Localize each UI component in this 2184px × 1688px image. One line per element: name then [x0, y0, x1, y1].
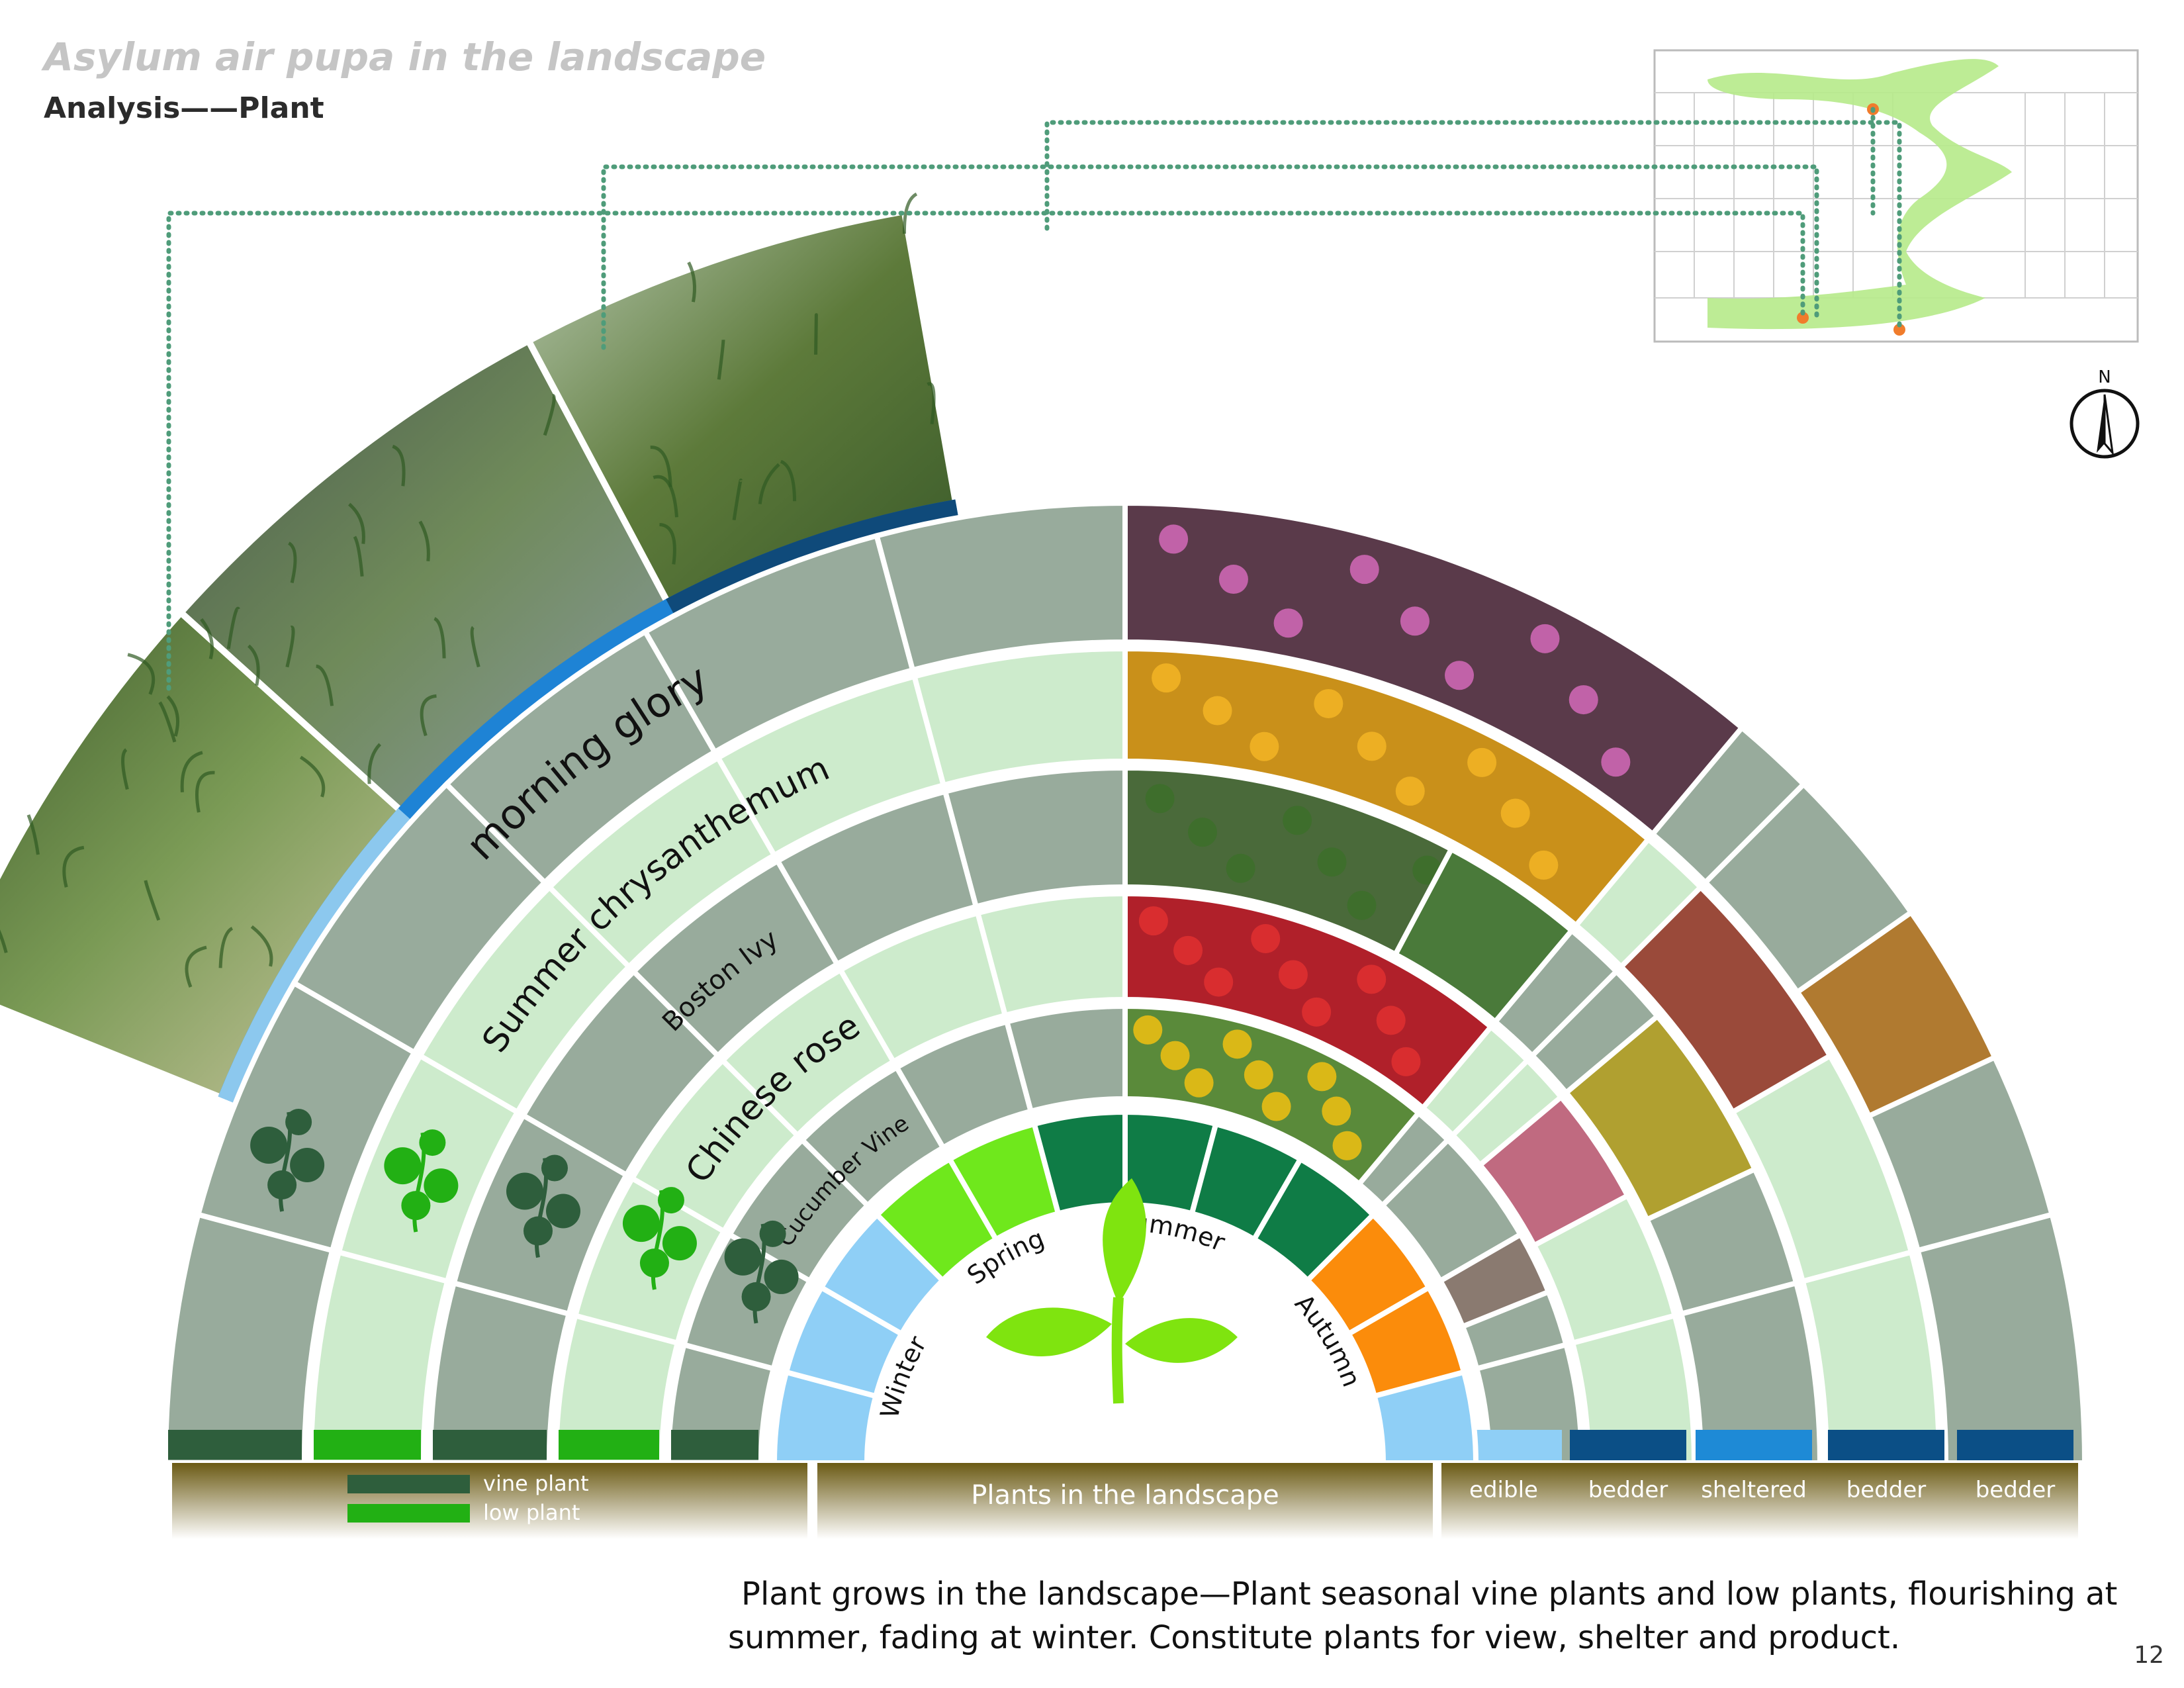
use-strip — [1957, 1430, 2073, 1460]
flower-dot — [1226, 854, 1255, 883]
flower-dot — [1302, 998, 1331, 1027]
use-label: bedder — [1976, 1477, 2056, 1503]
center-label: Plants in the landscape — [971, 1480, 1279, 1511]
flower-dot — [1203, 696, 1232, 726]
flower-dot — [1347, 891, 1377, 920]
ring-type-strip — [168, 1430, 302, 1460]
flower-dot — [1188, 818, 1217, 847]
legend-vine-label: vine plant — [483, 1471, 589, 1496]
flower-dot — [1146, 784, 1175, 813]
flower-dot — [1244, 1060, 1273, 1090]
caption: Plant grows in the landscape—Plant seaso… — [728, 1572, 2144, 1660]
flower-dot — [1529, 851, 1558, 880]
flower-dot — [1139, 906, 1168, 935]
flower-dot — [1219, 565, 1248, 594]
ring-segment — [1918, 1215, 2085, 1463]
flower-dot — [1391, 1047, 1420, 1076]
flower-dot — [1467, 748, 1496, 777]
flower-dot — [1445, 661, 1474, 690]
flower-dot — [1279, 960, 1308, 989]
flower-dot — [1569, 685, 1598, 714]
ring-segment — [915, 649, 1125, 785]
flower-dot — [1357, 964, 1386, 994]
flower-dot — [1185, 1068, 1214, 1098]
ring-segment — [978, 894, 1125, 1015]
ring-segment — [877, 503, 1125, 670]
ring-type-strip — [671, 1430, 758, 1460]
flower-dot — [1159, 524, 1188, 553]
flower-dot — [1251, 924, 1280, 953]
use-strip — [1828, 1430, 1944, 1460]
flower-dot — [1307, 1062, 1336, 1091]
flower-dot — [1314, 689, 1343, 718]
flower-dot — [1173, 936, 1203, 965]
use-strip — [1570, 1430, 1686, 1460]
legend-vine-swatch — [347, 1475, 470, 1493]
flower-dot — [1377, 1006, 1406, 1035]
flower-dot — [1262, 1092, 1291, 1121]
ring-segment — [165, 1215, 332, 1463]
use-label: bedder — [1846, 1477, 1927, 1503]
flower-dot — [1396, 776, 1425, 806]
ring-segment — [1007, 1006, 1125, 1111]
flower-dot — [1357, 731, 1387, 761]
caption-line-2: summer, fading at winter. Constitute pla… — [728, 1616, 2144, 1660]
use-strip — [1696, 1430, 1812, 1460]
base-band: vine plant low plant Plants in the lands… — [172, 1463, 2078, 1539]
flower-dot — [1283, 806, 1312, 835]
legend-low-swatch — [347, 1504, 470, 1523]
flower-dot — [1350, 555, 1379, 584]
flower-dot — [1274, 608, 1303, 637]
flower-dot — [1223, 1029, 1252, 1058]
legend-low-label: low plant — [483, 1500, 580, 1525]
ring-segment — [945, 768, 1125, 907]
use-label: edible — [1469, 1477, 1538, 1503]
flower-dot — [1400, 606, 1430, 635]
compass-label: N — [2098, 367, 2111, 387]
ring-type-strip — [559, 1430, 659, 1460]
use-label: bedder — [1588, 1477, 1668, 1503]
flower-dot — [1333, 1131, 1362, 1160]
caption-line-1: Plant grows in the landscape—Plant seaso… — [728, 1572, 2144, 1616]
site-plan — [1655, 50, 2138, 342]
flower-dot — [1322, 1097, 1351, 1126]
page-number: 12 — [2134, 1642, 2164, 1669]
flower-dot — [1501, 799, 1530, 828]
flower-dot — [1250, 732, 1279, 761]
ring-type-strip — [314, 1430, 421, 1460]
flower-dot — [1133, 1015, 1162, 1045]
flower-dot — [1601, 747, 1630, 776]
flower-dot — [1530, 624, 1559, 653]
flower-dot — [1152, 663, 1181, 692]
ring-type-strip — [433, 1430, 547, 1460]
foliage-stroke — [816, 315, 817, 355]
flower-dot — [1161, 1041, 1190, 1070]
use-label: sheltered — [1701, 1477, 1807, 1503]
flower-dot — [1318, 847, 1347, 876]
compass-icon: N — [2071, 367, 2138, 457]
flower-dot — [1204, 968, 1233, 997]
